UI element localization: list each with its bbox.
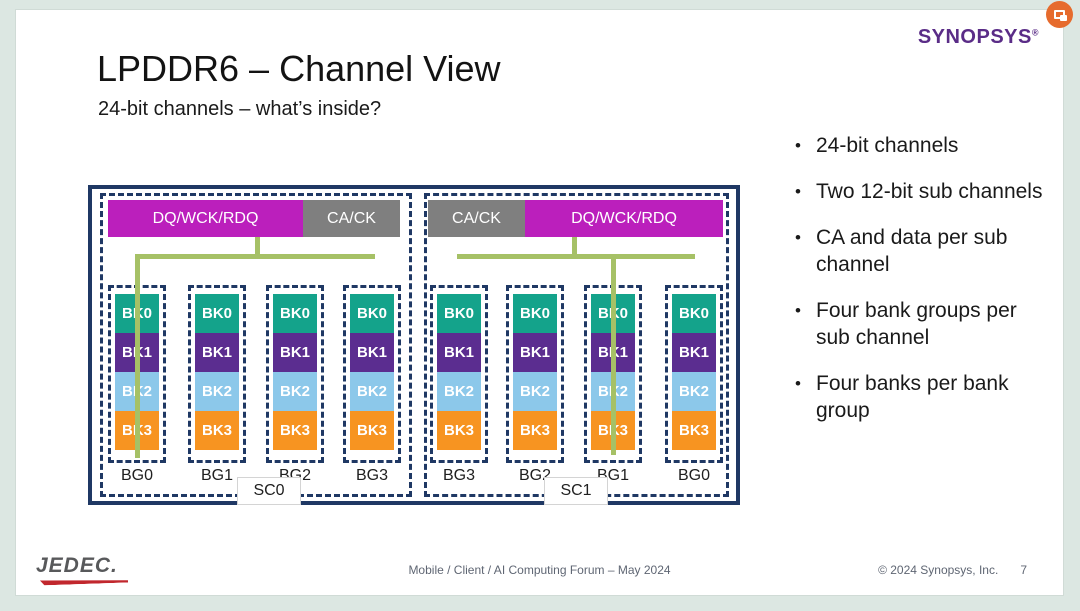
bank-cell: BK3 (195, 411, 239, 450)
bank-cell: BK1 (437, 333, 481, 372)
list-item: • Four bank groups per sub channel (795, 297, 1051, 351)
bank-cell: BK1 (513, 333, 557, 372)
bank-group: BK0 BK1 BK2 BK3 (266, 285, 324, 463)
sc1-connector-horizontal (457, 254, 695, 259)
bank-cell: BK3 (672, 411, 716, 450)
sc0-connector-stub (255, 237, 260, 254)
synopsys-logo-text: SYNOPSYS (917, 26, 1032, 48)
bank-cell: BK0 (672, 294, 716, 333)
synopsys-logo: SYNOPSYS® (918, 26, 1039, 49)
slide: SYNOPSYS® LPDDR6 – Channel View 24-bit c… (16, 10, 1063, 595)
bank-group-label: BG3 (442, 467, 475, 484)
bank-stack: BK0 BK1 BK2 BK3 (273, 294, 317, 450)
bank-stack: BK0 BK1 BK2 BK3 (195, 294, 239, 450)
bank-cell: BK1 (672, 333, 716, 372)
sc1-connector-drop (611, 259, 616, 455)
bank-cell: BK0 (273, 294, 317, 333)
bullet-icon: • (795, 228, 801, 247)
bullet-list: • 24-bit channels • Two 12-bit sub chann… (795, 132, 1051, 443)
page-subtitle: 24-bit channels – what’s inside? (98, 98, 382, 120)
picture-in-picture-badge[interactable] (1046, 1, 1073, 28)
bank-cell: BK2 (437, 372, 481, 411)
bank-group: BK0 BK1 BK2 BK3 (188, 285, 246, 463)
bank-cell: BK2 (273, 372, 317, 411)
sub-channel-label: SC1 (544, 477, 608, 505)
bank-stack: BK0 BK1 BK2 BK3 (437, 294, 481, 450)
footer-right: © 2024 Synopsys, Inc. 7 (878, 563, 1027, 577)
bank-stack: BK0 BK1 BK2 BK3 (513, 294, 557, 450)
bank-group: BK0 BK1 BK2 BK3 (665, 285, 723, 463)
bank-cell: BK2 (513, 372, 557, 411)
bank-cell: BK0 (350, 294, 394, 333)
page-title: LPDDR6 – Channel View (97, 48, 501, 89)
sc0-connector-drop (135, 259, 140, 458)
bank-group: BK0 BK1 BK2 BK3 (343, 285, 401, 463)
bank-group: BK0 BK1 BK2 BK3 (430, 285, 488, 463)
sc1-ca-block: CA/CK (428, 200, 525, 237)
channel-diagram: DQ/WCK/RDQ CA/CK CA/CK DQ/WCK/RDQ BK0 BK… (88, 185, 740, 505)
footer-event-text: Mobile / Client / AI Computing Forum – M… (408, 563, 671, 577)
bank-cell: BK1 (195, 333, 239, 372)
bank-cell: BK0 (437, 294, 481, 333)
jedec-logo: JEDEC. (36, 554, 146, 584)
sc1-connector-stub (572, 237, 577, 254)
bank-cell: BK0 (513, 294, 557, 333)
bank-stack: BK0 BK1 BK2 BK3 (350, 294, 394, 450)
bank-group-label: BG2 (518, 467, 551, 484)
bank-cell: BK1 (273, 333, 317, 372)
sc1-dq-block: DQ/WCK/RDQ (525, 200, 723, 237)
list-item: • Two 12-bit sub channels (795, 178, 1051, 205)
bullet-text: CA and data per sub channel (816, 226, 1008, 276)
bank-cell: BK3 (273, 411, 317, 450)
list-item: • Four banks per bank group (795, 370, 1051, 424)
registered-mark: ® (1031, 27, 1039, 38)
jedec-logo-swoosh (40, 577, 128, 585)
bank-group-label: BG3 (355, 467, 388, 484)
picture-in-picture-icon (1054, 10, 1067, 21)
footer-copyright: © 2024 Synopsys, Inc. (878, 563, 999, 577)
bank-cell: BK3 (513, 411, 557, 450)
list-item: • 24-bit channels (795, 132, 1051, 159)
bullet-text: Four bank groups per sub channel (816, 299, 1017, 349)
bullet-icon: • (795, 136, 801, 155)
sc0-dq-block: DQ/WCK/RDQ (108, 200, 303, 237)
bullet-text: Two 12-bit sub channels (816, 180, 1043, 203)
bank-cell: BK3 (437, 411, 481, 450)
bullet-text: Four banks per bank group (816, 372, 1009, 422)
bank-cell: BK2 (672, 372, 716, 411)
bank-cell: BK1 (350, 333, 394, 372)
bank-group-label: BG0 (677, 467, 710, 484)
list-item: • CA and data per sub channel (795, 224, 1051, 278)
jedec-logo-text: JEDEC. (36, 554, 118, 577)
bullet-icon: • (795, 301, 801, 320)
bank-cell: BK0 (195, 294, 239, 333)
bank-cell: BK2 (195, 372, 239, 411)
bank-group: BK0 BK1 BK2 BK3 (506, 285, 564, 463)
sc0-ca-block: CA/CK (303, 200, 400, 237)
footer-page-number: 7 (1020, 563, 1027, 577)
bank-cell: BK2 (350, 372, 394, 411)
sub-channel-label: SC0 (237, 477, 301, 505)
bullet-text: 24-bit channels (816, 134, 959, 157)
bank-stack: BK0 BK1 BK2 BK3 (672, 294, 716, 450)
bank-cell: BK3 (350, 411, 394, 450)
sc0-connector-horizontal (135, 254, 375, 259)
bank-group-label: BG1 (200, 467, 233, 484)
bullet-icon: • (795, 374, 801, 393)
bank-group-label: BG0 (120, 467, 153, 484)
bullet-icon: • (795, 182, 801, 201)
